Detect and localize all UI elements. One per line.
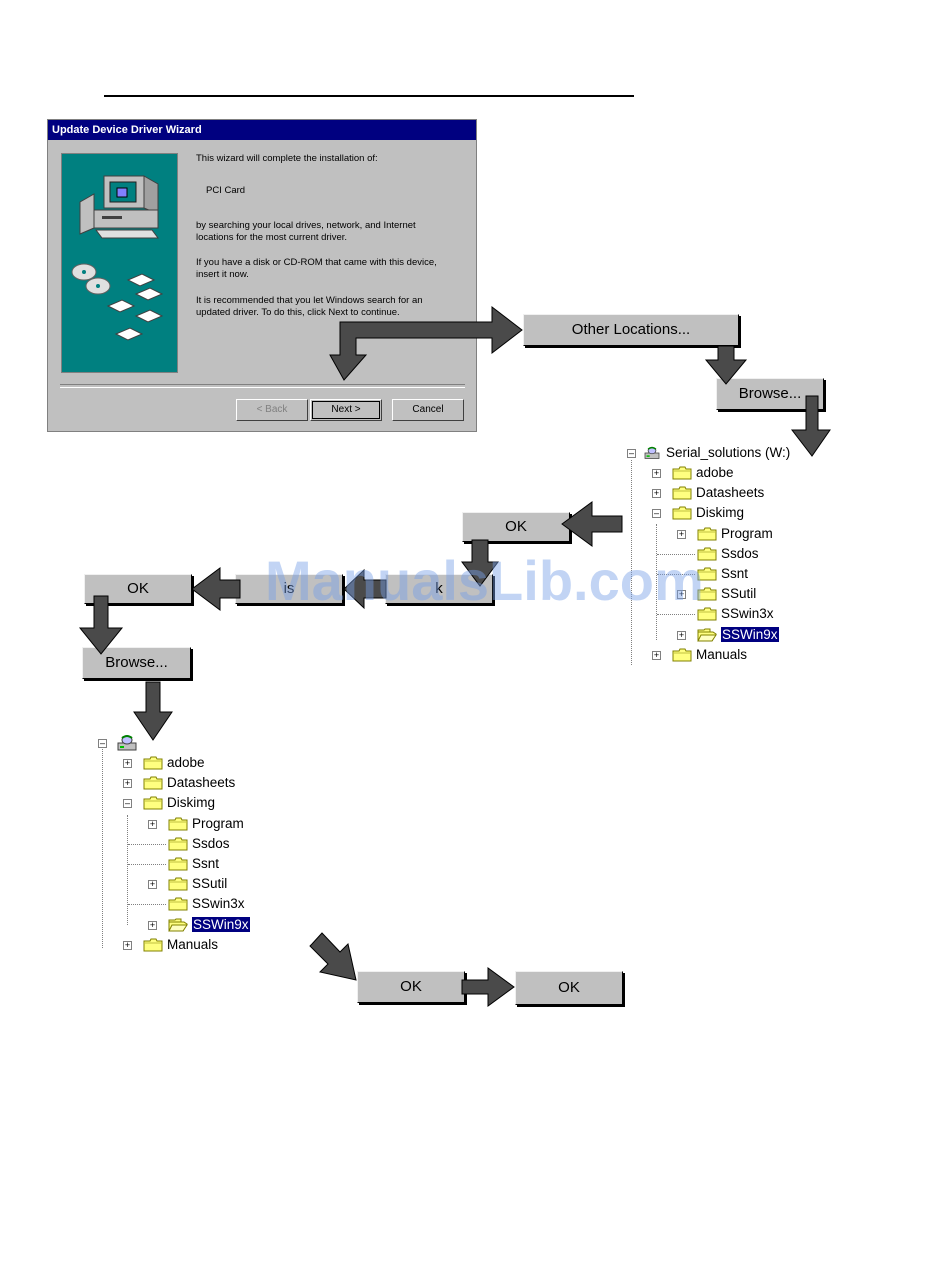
tree-item-ssnt[interactable]: Ssnt	[168, 855, 219, 873]
tree-item-program[interactable]: Program	[697, 525, 773, 543]
tree-item-diskimg[interactable]: Diskimg	[143, 794, 215, 812]
tree-item-ssdos[interactable]: Ssdos	[168, 835, 230, 853]
tree-item-diskimg[interactable]: Diskimg	[672, 504, 744, 522]
ok-button-bottom-2[interactable]: OK	[515, 971, 623, 1005]
wizard-illustration	[61, 153, 178, 373]
next-button[interactable]: Next >	[310, 399, 382, 421]
browse-button-left[interactable]: Browse...	[82, 647, 191, 679]
watermark: ManualsLib.com	[265, 549, 704, 612]
ok-button-bottom-1[interactable]: OK	[357, 971, 465, 1003]
arrow-tree-to-ok	[561, 501, 623, 547]
tree-item-manuals[interactable]: Manuals	[672, 646, 747, 664]
arrow-partial-left	[343, 568, 387, 610]
browse-button-top[interactable]: Browse...	[716, 378, 824, 410]
wizard-text-line: It is recommended that you let Windows s…	[196, 295, 423, 306]
partial-label: is	[283, 580, 295, 597]
tree-item-adobe[interactable]: adobe	[672, 464, 734, 482]
wizard-intro-text: This wizard will complete the installati…	[196, 153, 378, 164]
expand-toggle[interactable]: +	[123, 758, 132, 768]
ok-label: OK	[558, 979, 580, 996]
tree-item-ssdos[interactable]: Ssdos	[697, 545, 759, 563]
arrow-ok-down	[461, 539, 499, 587]
wizard-text-line: updated driver. To do this, click Next t…	[196, 307, 400, 318]
tree-item-ssutil[interactable]: SSutil	[697, 585, 756, 603]
arrow-tree-to-ok-bottom	[309, 932, 357, 981]
expand-toggle[interactable]: +	[148, 920, 157, 930]
wizard-text-line: by searching your local drives, network,…	[196, 220, 416, 231]
collapse-toggle[interactable]: –	[123, 798, 132, 808]
browse-label: Browse...	[738, 385, 802, 402]
arrow-to-ok-left	[191, 567, 241, 611]
wizard-text-line: If you have a disk or CD-ROM that came w…	[196, 257, 437, 268]
collapse-toggle[interactable]: –	[98, 738, 107, 748]
tree-item-sswin3x[interactable]: SSwin3x	[697, 605, 774, 623]
expand-toggle[interactable]: +	[148, 879, 157, 889]
ok-partial-label: k	[435, 580, 443, 597]
expand-toggle[interactable]: +	[652, 468, 661, 478]
tree-item-datasheets[interactable]: Datasheets	[672, 484, 764, 502]
other-locations-button[interactable]: Other Locations...	[523, 314, 739, 346]
arrow-browse-to-left-tree	[133, 681, 173, 741]
arrow-down-to-browse	[704, 345, 748, 385]
expand-toggle[interactable]: +	[677, 630, 686, 640]
expand-toggle[interactable]: +	[677, 589, 686, 599]
ok-label: OK	[400, 978, 422, 995]
computer-disks-icon	[71, 175, 164, 341]
arrow-ok-to-ok	[461, 967, 515, 1007]
expand-toggle[interactable]: +	[123, 778, 132, 788]
expand-toggle[interactable]: +	[148, 819, 157, 829]
browse-label: Browse...	[105, 654, 168, 671]
other-locations-label: Other Locations...	[571, 321, 691, 338]
dialog-title: Update Device Driver Wizard	[48, 120, 476, 140]
update-driver-wizard-dialog: Update Device Driver Wizard This wizard …	[47, 119, 477, 432]
arrow-ok-to-browse	[78, 595, 124, 655]
expand-toggle[interactable]: +	[652, 488, 661, 498]
tree-item-sswin9x-selected[interactable]: SSWin9x	[697, 626, 779, 644]
arrow-browse-to-tree	[790, 395, 831, 457]
expand-toggle[interactable]: +	[677, 529, 686, 539]
ok-button-tree-right[interactable]: OK	[462, 512, 570, 542]
wizard-text-line: insert it now.	[196, 269, 249, 280]
tree-item-program[interactable]: Program	[168, 815, 244, 833]
yes-button-partial[interactable]: is	[235, 574, 343, 604]
tree-item-ssutil[interactable]: SSutil	[168, 875, 227, 893]
tree-root-drive[interactable]: Serial_solutions (W:)	[642, 444, 790, 462]
arrow-next-to-other-locations	[329, 305, 523, 381]
back-button[interactable]: < Back	[236, 399, 308, 421]
expand-toggle[interactable]: +	[123, 940, 132, 950]
ok-label: OK	[127, 580, 149, 597]
device-name: PCI Card	[206, 185, 246, 196]
tree-item-datasheets[interactable]: Datasheets	[143, 774, 235, 792]
tree-item-sswin9x-selected[interactable]: SSWin9x	[168, 916, 250, 934]
collapse-toggle[interactable]: –	[627, 448, 636, 458]
collapse-toggle[interactable]: –	[652, 508, 661, 518]
tree-item-sswin3x[interactable]: SSwin3x	[168, 895, 245, 913]
ok-label: OK	[505, 518, 527, 535]
header-rule	[104, 95, 634, 97]
folder-tree-left: – + adobe + Datasheets – Diskimg + Progr…	[96, 733, 296, 952]
wizard-text-line: locations for the most current driver.	[196, 232, 348, 243]
tree-item-ssnt[interactable]: Ssnt	[697, 565, 748, 583]
tree-item-manuals[interactable]: Manuals	[143, 936, 218, 954]
folder-tree-right: – Serial_solutions (W:) + adobe + Datash…	[620, 440, 820, 665]
tree-item-adobe[interactable]: adobe	[143, 754, 205, 772]
tree-item-label: Serial_solutions (W:)	[666, 445, 791, 460]
dialog-separator	[60, 384, 465, 388]
expand-toggle[interactable]: +	[652, 650, 661, 660]
cancel-button[interactable]: Cancel	[392, 399, 464, 421]
